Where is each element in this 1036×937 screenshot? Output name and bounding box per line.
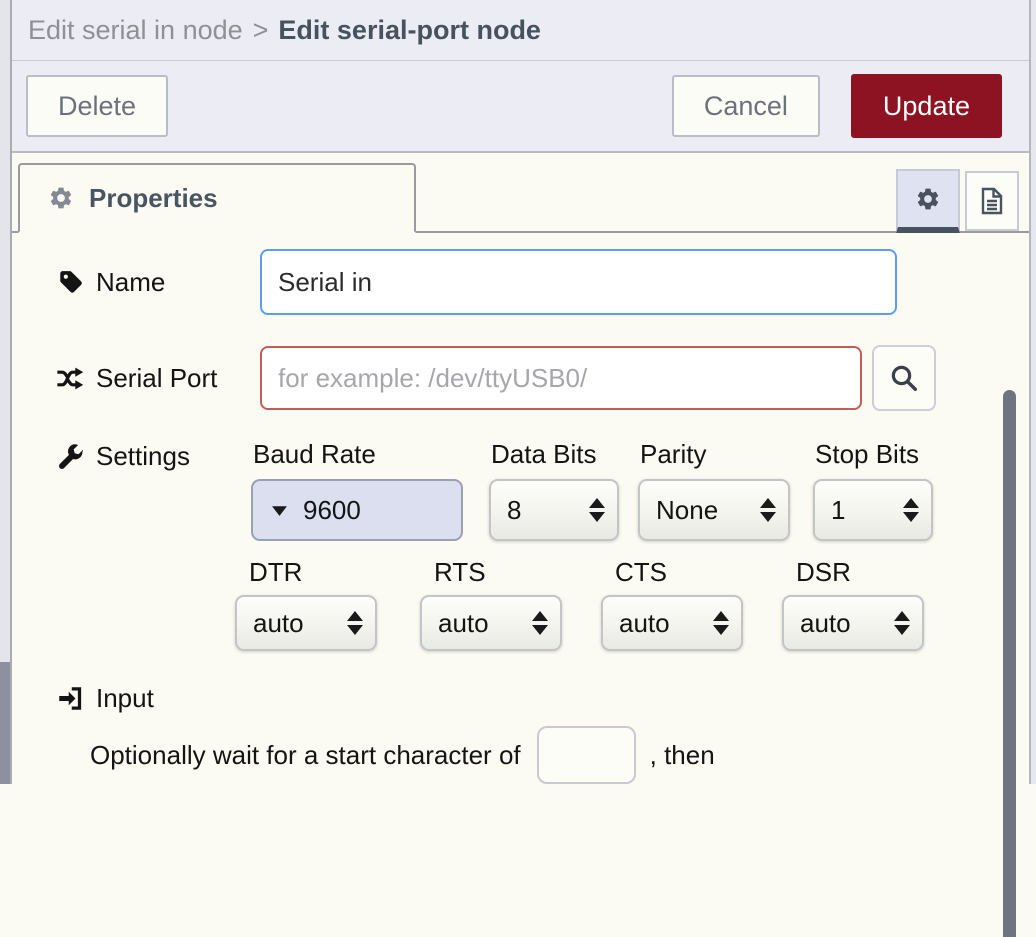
cts-column: CTS auto bbox=[601, 557, 743, 651]
wrench-icon bbox=[54, 443, 86, 470]
settings-columns: Baud Rate 9600 Data Bits 8 bbox=[251, 439, 933, 541]
dtr-column: DTR auto bbox=[235, 557, 377, 651]
baud-rate-value: 9600 bbox=[303, 494, 361, 525]
up-down-arrows-icon bbox=[903, 498, 919, 522]
up-down-arrows-icon bbox=[894, 611, 910, 635]
up-down-arrows-icon bbox=[532, 611, 548, 635]
data-bits-column: Data Bits 8 bbox=[489, 439, 619, 541]
page-right-edge bbox=[1031, 0, 1036, 784]
input-label-group: Input bbox=[54, 683, 154, 714]
rts-column: RTS auto bbox=[420, 557, 562, 651]
dsr-value: auto bbox=[800, 607, 851, 638]
rts-label: RTS bbox=[434, 557, 486, 587]
start-character-input[interactable] bbox=[536, 726, 636, 784]
name-label-group: Name bbox=[54, 267, 260, 298]
name-label: Name bbox=[96, 266, 166, 297]
node-editor: Properties bbox=[12, 153, 1029, 937]
flow-control-row: DTR auto RTS auto CTS auto bbox=[235, 557, 999, 651]
baud-rate-select[interactable]: 9600 bbox=[251, 479, 463, 541]
input-section-label: Input bbox=[96, 683, 154, 713]
serial-port-row: Serial Port bbox=[54, 345, 999, 411]
node-properties-button[interactable] bbox=[896, 169, 960, 233]
properties-form: Name Serial Port bbox=[12, 249, 1029, 784]
delete-button[interactable]: Delete bbox=[26, 75, 169, 137]
breadcrumb-current: Edit serial-port node bbox=[278, 14, 541, 45]
cts-value: auto bbox=[619, 607, 670, 638]
file-text-icon bbox=[980, 187, 1004, 215]
up-down-arrows-icon bbox=[713, 611, 729, 635]
dtr-value: auto bbox=[253, 607, 304, 638]
baud-rate-column: Baud Rate 9600 bbox=[251, 439, 463, 541]
rts-select[interactable]: auto bbox=[420, 595, 562, 651]
page-left-scrollbar[interactable] bbox=[0, 0, 10, 784]
tray-toolbar: Delete Cancel Update bbox=[12, 61, 1029, 153]
baud-rate-label: Baud Rate bbox=[253, 439, 376, 469]
settings-label-group: Settings bbox=[54, 439, 251, 472]
settings-label: Settings bbox=[96, 441, 190, 471]
dsr-select[interactable]: auto bbox=[782, 595, 924, 651]
tab-bar: Properties bbox=[12, 160, 1029, 233]
cts-select[interactable]: auto bbox=[601, 595, 743, 651]
parity-value: None bbox=[656, 494, 719, 525]
up-down-arrows-icon bbox=[347, 611, 363, 635]
stop-bits-select[interactable]: 1 bbox=[813, 479, 933, 541]
cts-label: CTS bbox=[615, 557, 667, 587]
up-down-arrows-icon bbox=[589, 498, 605, 522]
input-section-row: Input bbox=[54, 683, 999, 714]
dtr-label: DTR bbox=[249, 557, 303, 587]
data-bits-value: 8 bbox=[507, 494, 522, 525]
caret-down-icon bbox=[271, 504, 288, 517]
dtr-select[interactable]: auto bbox=[235, 595, 377, 651]
stop-bits-column: Stop Bits 1 bbox=[813, 439, 933, 541]
data-bits-label: Data Bits bbox=[491, 439, 597, 469]
name-input[interactable] bbox=[260, 249, 897, 315]
rts-value: auto bbox=[438, 607, 489, 638]
parity-label: Parity bbox=[640, 439, 707, 469]
dsr-label: DSR bbox=[796, 557, 851, 587]
up-down-arrows-icon bbox=[760, 498, 776, 522]
search-icon bbox=[889, 363, 919, 393]
breadcrumb-parent[interactable]: Edit serial in node bbox=[28, 14, 243, 45]
start-character-after-text: , then bbox=[649, 739, 715, 770]
cancel-button[interactable]: Cancel bbox=[671, 75, 820, 137]
start-character-text: Optionally wait for a start character of bbox=[90, 739, 521, 770]
random-icon bbox=[54, 367, 86, 390]
breadcrumb: Edit serial in node > Edit serial-port n… bbox=[12, 0, 1029, 61]
tag-icon bbox=[54, 270, 86, 295]
update-button[interactable]: Update bbox=[850, 74, 1002, 138]
parity-select[interactable]: None bbox=[638, 479, 790, 541]
tabbar-actions bbox=[896, 169, 1029, 233]
dsr-column: DSR auto bbox=[782, 557, 924, 651]
serial-port-input[interactable] bbox=[260, 346, 862, 410]
page-left-scrollbar-thumb[interactable] bbox=[0, 662, 10, 784]
serial-port-label-group: Serial Port bbox=[54, 363, 260, 394]
serial-port-search-button[interactable] bbox=[872, 345, 936, 411]
stop-bits-value: 1 bbox=[831, 494, 846, 525]
start-character-sentence: Optionally wait for a start character of… bbox=[54, 726, 999, 784]
sign-in-icon bbox=[54, 686, 86, 711]
edit-node-tray: Edit serial in node > Edit serial-port n… bbox=[10, 0, 1031, 937]
breadcrumb-separator: > bbox=[252, 14, 269, 45]
stop-bits-label: Stop Bits bbox=[815, 439, 920, 469]
node-description-button[interactable] bbox=[965, 171, 1019, 231]
serial-port-label: Serial Port bbox=[96, 362, 218, 393]
settings-row: Settings Baud Rate 9600 Data Bits bbox=[54, 439, 999, 541]
tab-properties[interactable]: Properties bbox=[18, 163, 416, 233]
parity-column: Parity None bbox=[638, 439, 790, 541]
name-row: Name bbox=[54, 249, 999, 315]
gear-icon bbox=[48, 185, 74, 211]
tray-scrollbar-thumb[interactable] bbox=[1003, 390, 1016, 937]
gear-icon bbox=[915, 186, 941, 212]
data-bits-select[interactable]: 8 bbox=[489, 479, 619, 541]
tab-properties-label: Properties bbox=[89, 182, 218, 213]
